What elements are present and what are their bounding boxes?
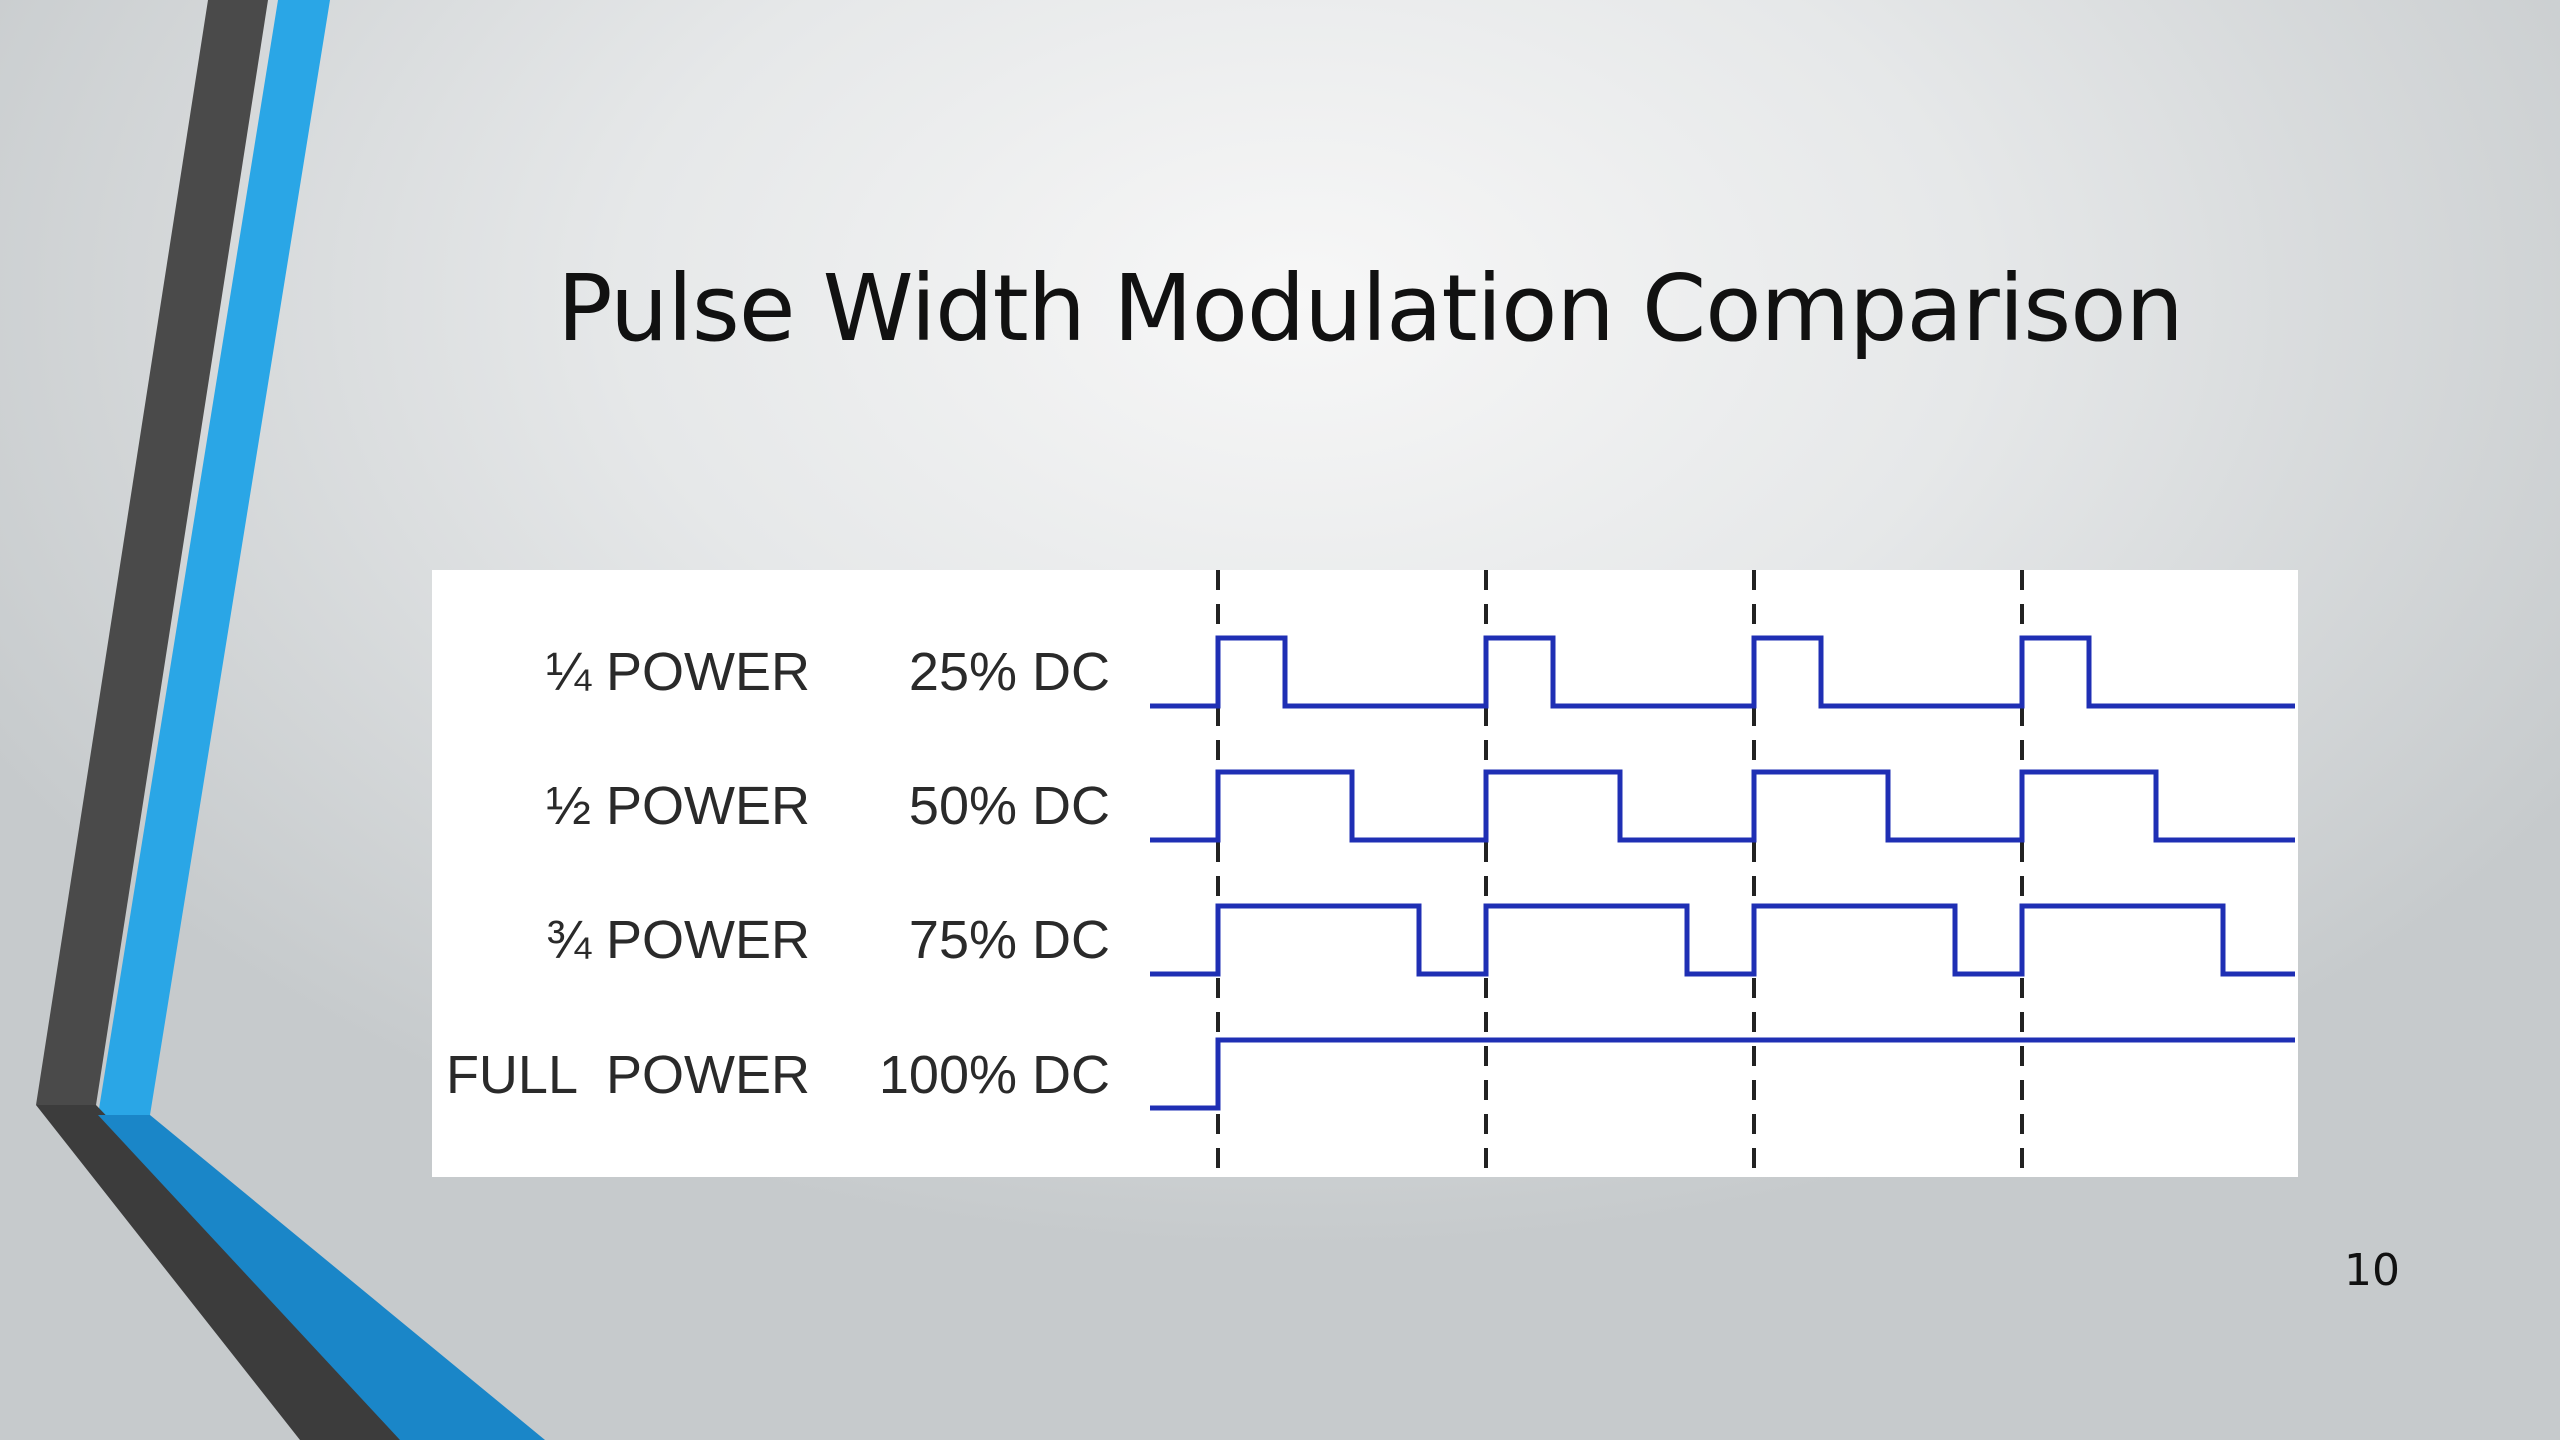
- power-label-three-quarter: ¾ POWER: [546, 910, 810, 970]
- duty-label-75: 75% DC: [909, 910, 1110, 970]
- pwm-waveforms: ¼ POWER 25% DC ½ POWER 50% DC ¾ POWER 75…: [446, 570, 2295, 1177]
- blue-stripe-lower: [98, 1115, 545, 1440]
- power-label-half: ½ POWER: [546, 776, 810, 836]
- row-labels: ¼ POWER 25% DC ½ POWER 50% DC ¾ POWER 75…: [446, 642, 1110, 1105]
- waveform-50-percent: [1150, 769, 2295, 843]
- slide-title: Pulse Width Modulation Comparison: [557, 255, 2184, 362]
- period-guides: [1216, 570, 2024, 1177]
- duty-label-50: 50% DC: [909, 776, 1110, 836]
- waveform-100-percent: [1150, 1037, 2295, 1111]
- power-label-quarter: ¼ POWER: [546, 642, 810, 702]
- power-label-full: FULL POWER: [446, 1045, 810, 1105]
- page-number: 10: [2344, 1245, 2400, 1296]
- waveform-25-percent: [1150, 635, 2295, 709]
- dark-stripe-upper: [36, 0, 268, 1105]
- pwm-diagram: ¼ POWER 25% DC ½ POWER 50% DC ¾ POWER 75…: [432, 570, 2298, 1177]
- waveforms: [1150, 635, 2295, 1111]
- blue-stripe-upper: [98, 0, 330, 1115]
- waveform-75-percent: [1150, 903, 2295, 977]
- duty-label-100: 100% DC: [879, 1045, 1110, 1105]
- duty-label-25: 25% DC: [909, 642, 1110, 702]
